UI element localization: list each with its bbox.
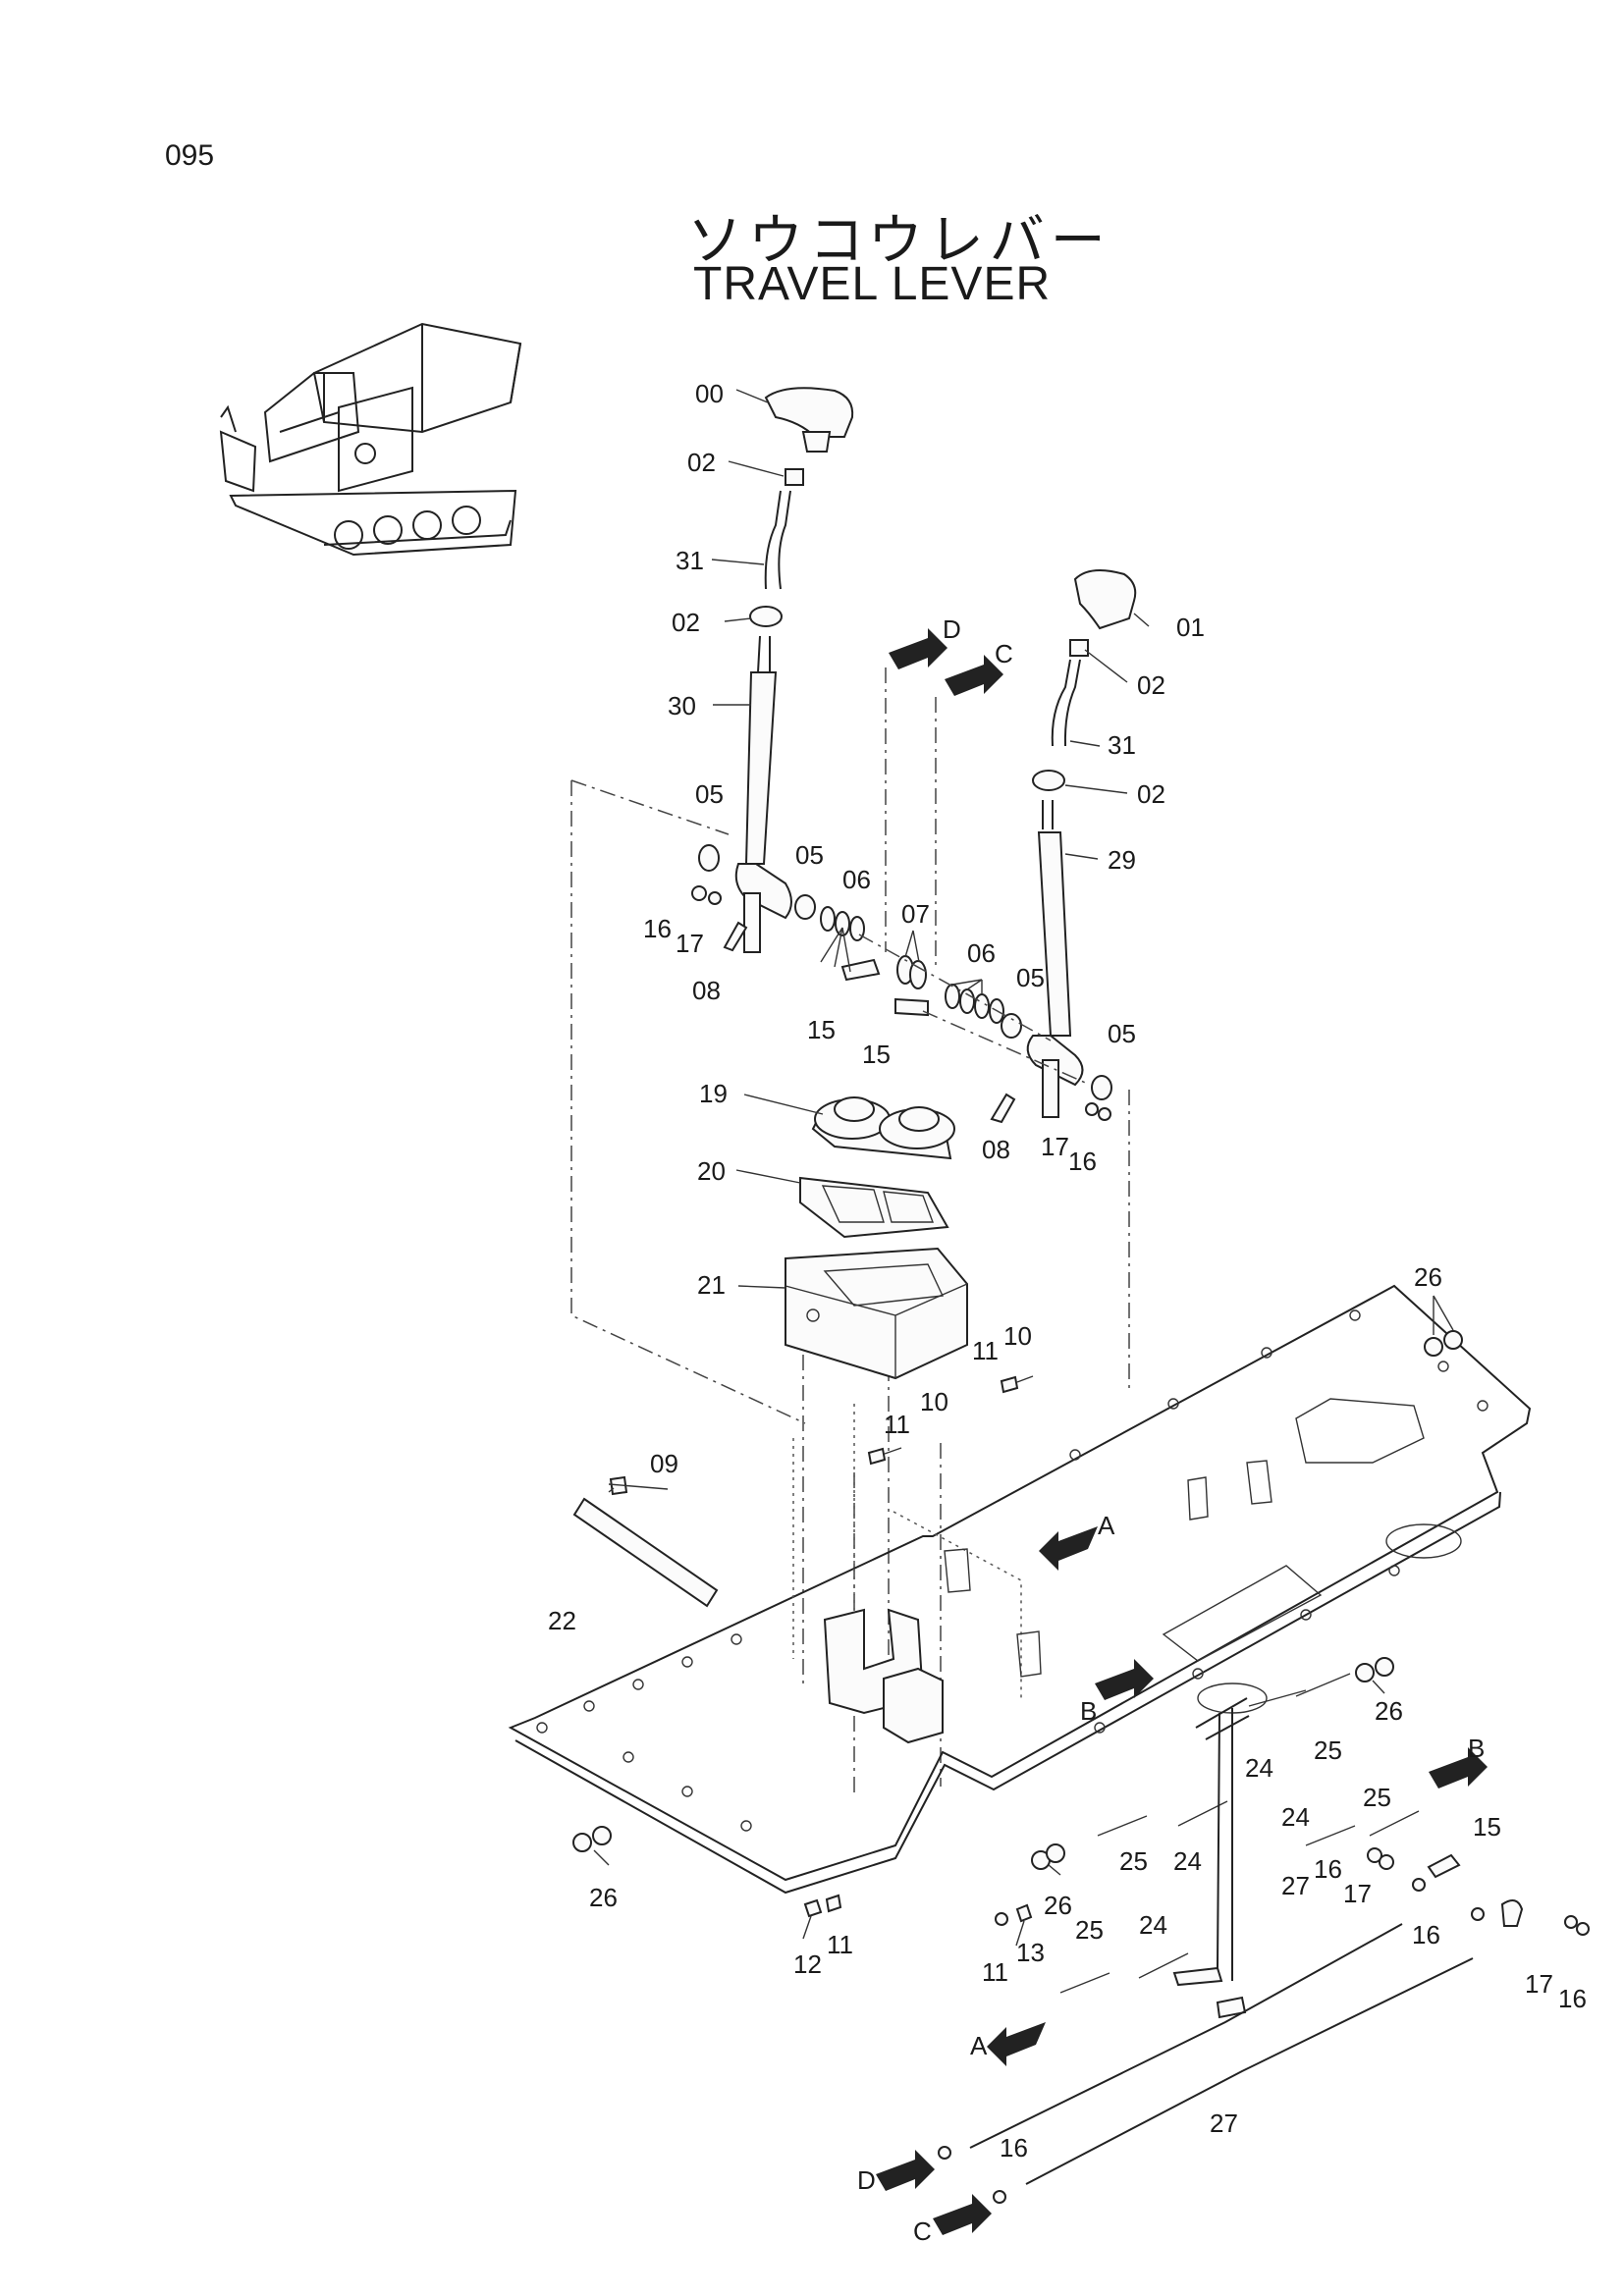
boot-19 <box>811 1096 955 1160</box>
callout-label: 11 <box>972 1336 999 1365</box>
callout-label: 25 <box>1314 1735 1342 1765</box>
callout-label: 02 <box>672 608 700 637</box>
bush-05-b <box>794 894 816 920</box>
callout-label: 07 <box>901 899 930 929</box>
callout-label: 31 <box>1108 730 1136 760</box>
title-english: TRAVEL LEVER <box>693 258 1052 310</box>
callout-label: 19 <box>699 1079 728 1108</box>
callout-label: 13 <box>1016 1938 1045 1967</box>
callout-label: 15 <box>807 1015 836 1044</box>
plate-20 <box>799 1176 949 1239</box>
callout-label: 24 <box>1245 1753 1273 1783</box>
callout-label: 05 <box>1108 1019 1136 1048</box>
callout-label: 01 <box>1176 613 1205 642</box>
callout-label: 26 <box>1414 1262 1442 1292</box>
callout-label: 20 <box>697 1156 726 1186</box>
callout-label: 24 <box>1281 1802 1310 1832</box>
page-number: 095 <box>165 139 215 172</box>
callout-label: 11 <box>827 1930 853 1959</box>
title-japanese: ソウコウレバー <box>687 209 1111 273</box>
ref-letter: B <box>1080 1696 1097 1726</box>
callout-label: 16 <box>1558 1984 1587 2013</box>
callout-label: 17 <box>1525 1969 1553 1999</box>
ref-letter: C <box>913 2216 932 2246</box>
callout-label: 24 <box>1173 1846 1202 1876</box>
knob-00 <box>764 387 854 438</box>
callout-label: 17 <box>1343 1879 1372 1908</box>
callout-label: 06 <box>842 865 871 894</box>
ref-letter: D <box>943 614 961 644</box>
reference-arrows <box>876 628 1488 2235</box>
ref-letter: C <box>995 639 1013 668</box>
ref-letter: D <box>857 2165 876 2195</box>
shaft-09 <box>572 1497 719 1608</box>
washers-06-b <box>945 984 1004 1024</box>
nut-02-upper <box>785 468 804 486</box>
callout-label: 16 <box>1412 1920 1440 1949</box>
callout-label: 22 <box>548 1606 576 1635</box>
nut-02-lower <box>749 606 783 627</box>
washer-07-b <box>909 960 927 989</box>
callout-label: 05 <box>1016 963 1045 992</box>
callout-label: 11 <box>982 1957 1008 1987</box>
springs-and-rods <box>969 1673 1474 2185</box>
callout-label: 00 <box>695 379 724 408</box>
callout-label: 24 <box>1139 1910 1167 1940</box>
pin-15-b <box>894 997 929 1017</box>
callout-label: 30 <box>668 691 696 721</box>
callout-label: 10 <box>1003 1321 1032 1351</box>
callout-label: 06 <box>967 938 996 968</box>
callout-label: 16 <box>643 914 672 943</box>
callout-label: 15 <box>1473 1812 1501 1842</box>
leader-lines <box>593 389 1454 1876</box>
callout-label: 17 <box>1041 1132 1069 1161</box>
lever-30 <box>744 671 778 865</box>
callout-label: 25 <box>1075 1915 1104 1945</box>
callout-labels: 00 02 31 02 30 05 16 17 08 05 06 15 07 0… <box>548 379 1587 2163</box>
callout-label: 31 <box>676 546 704 575</box>
callout-label: 09 <box>650 1449 678 1478</box>
callout-label: 02 <box>687 448 716 477</box>
callout-label: 16 <box>1000 2133 1028 2163</box>
hardware <box>572 1330 1590 2204</box>
callout-label: 11 <box>884 1410 910 1439</box>
callout-label: 16 <box>1314 1854 1342 1884</box>
left-lever-assembly <box>691 387 881 982</box>
callout-label: 12 <box>793 1949 822 1979</box>
callout-label: 17 <box>676 929 704 958</box>
callout-label: 27 <box>1281 1871 1310 1900</box>
callout-label: 29 <box>1108 845 1136 875</box>
callout-label: 10 <box>920 1387 948 1416</box>
pin-15-a <box>840 958 881 982</box>
washers-06-a <box>820 906 865 941</box>
machine-thumbnail <box>219 322 522 557</box>
callout-label: 08 <box>982 1135 1010 1164</box>
callout-label: 25 <box>1363 1783 1391 1812</box>
callout-label: 02 <box>1137 670 1165 700</box>
callout-label: 15 <box>862 1040 891 1069</box>
ref-letter: B <box>1468 1734 1485 1763</box>
callout-label: 27 <box>1210 2109 1238 2138</box>
ref-letter: A <box>1098 1511 1115 1540</box>
right-lever-assembly <box>894 569 1137 1124</box>
callout-label: 08 <box>692 976 721 1005</box>
callout-label: 02 <box>1137 779 1165 809</box>
callout-label: 26 <box>589 1883 618 1912</box>
reference-letters: D C A B B A D C <box>857 614 1485 2246</box>
lever-29 <box>1037 831 1072 1037</box>
bush-05-a <box>698 844 720 872</box>
ref-letter: A <box>970 2031 988 2060</box>
callout-label: 26 <box>1375 1696 1403 1726</box>
callout-label: 21 <box>697 1270 726 1300</box>
callout-label: 26 <box>1044 1891 1072 1920</box>
knob-01 <box>1073 569 1137 630</box>
console-21 <box>785 1247 968 1380</box>
callout-label: 05 <box>695 779 724 809</box>
callout-label: 05 <box>795 840 824 870</box>
callout-label: 25 <box>1119 1846 1148 1876</box>
floor-plate <box>508 1284 1532 1895</box>
callout-label: 16 <box>1068 1147 1097 1176</box>
